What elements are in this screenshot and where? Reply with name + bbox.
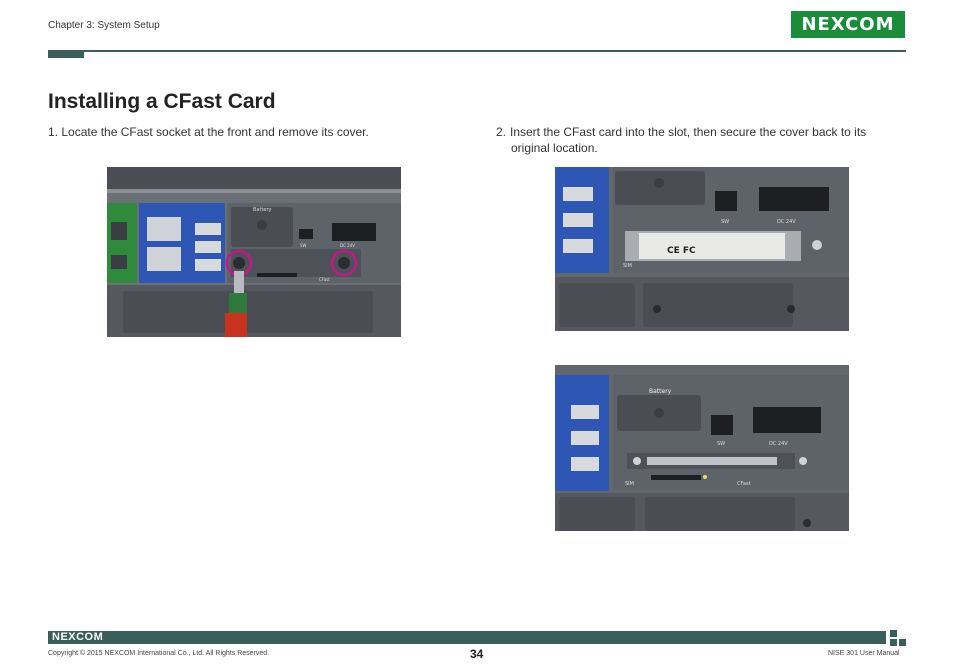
photo-2-sim-label: SIM: [623, 263, 632, 269]
footer-bar: [48, 631, 886, 644]
footer-squares-icon: [890, 630, 906, 646]
photo-cover-secured: Battery SW DC 24V SIM CFast: [555, 365, 849, 531]
nexcom-logo: NEXCOM: [791, 11, 905, 38]
photo-3-sw-label: SW: [717, 441, 725, 447]
footer-logo: NEXCOM: [52, 631, 104, 643]
logo-text: NEXCOM: [801, 14, 895, 35]
step-2-text: 2.Insert the CFast card into the slot, t…: [496, 124, 906, 140]
photo-insert-card: SW DC 24V CE FC SIM: [555, 167, 849, 331]
photo-3-battery-label: Battery: [649, 388, 672, 395]
copyright-text: Copyright © 2015 NEXCOM International Co…: [48, 650, 270, 657]
photo-3-dc-label: DC 24V: [769, 441, 788, 447]
photo-1-cfast-label: CFast: [319, 277, 330, 282]
photo-2-illustration: SW DC 24V CE FC SIM: [555, 167, 849, 331]
step-2-number: 2.: [496, 125, 507, 139]
step-2-line-1: Insert the CFast card into the slot, the…: [510, 125, 867, 139]
photo-2-sw-label: SW: [721, 219, 729, 225]
photo-3-cfast-label: CFast: [737, 481, 751, 487]
photo-1-dc-label: DC 24V: [340, 243, 355, 248]
photo-1-sw-label: SW: [300, 243, 307, 248]
chapter-label: Chapter 3: System Setup: [48, 20, 160, 31]
photo-1-battery-label: Battery: [253, 207, 272, 213]
photo-3-illustration: Battery SW DC 24V SIM CFast: [555, 365, 849, 531]
photo-3-sim-label: SIM: [625, 481, 634, 487]
manual-name: NISE 301 User Manual: [828, 650, 900, 657]
step-1-text: 1. Locate the CFast socket at the front …: [48, 125, 369, 139]
page-number: 34: [470, 647, 484, 661]
photo-remove-cover: Battery SW DC 24V CFast: [107, 167, 401, 337]
photo-2-dc-label: DC 24V: [777, 219, 796, 225]
step-2-line-2: original location.: [511, 141, 598, 155]
header-divider: [84, 50, 906, 52]
photo-1-illustration: Battery SW DC 24V CFast: [107, 167, 401, 337]
page-title: Installing a CFast Card: [48, 90, 276, 113]
photo-2-card-marks: CE FC: [667, 246, 696, 256]
header-accent-block: [48, 50, 84, 58]
